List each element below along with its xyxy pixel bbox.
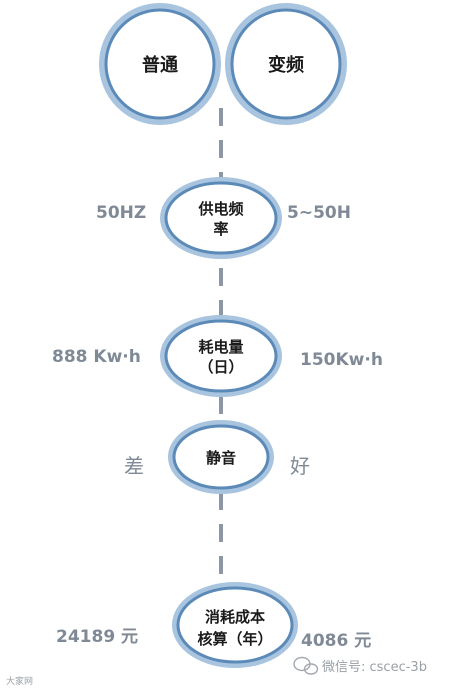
- left-value-power-consumption: 888 Kw·h: [52, 347, 141, 367]
- top-circle-right-label: 变频: [268, 55, 304, 76]
- top-circle-left-label: 普通: [142, 55, 178, 76]
- node-label-line1: 消耗成本: [204, 608, 265, 626]
- top-circle-left: [99, 3, 221, 125]
- node-label-power-frequency: 供电频 率: [171, 199, 271, 239]
- right-value-power-frequency: 5~50H: [287, 203, 351, 223]
- node-ellipse-cost: [172, 582, 298, 668]
- top-circle-right: [225, 3, 347, 125]
- wechat-id-watermark: 微信号: cscec-3b: [322, 660, 427, 675]
- node-ellipse-power-frequency: [160, 177, 282, 259]
- left-value-power-frequency: 50HZ: [96, 203, 147, 223]
- node-label-power-consumption: 耗电量 （日）: [171, 337, 271, 377]
- node-label-noise: 静音: [205, 449, 236, 467]
- node-label-line1: 耗电量: [198, 338, 244, 356]
- node-label-line2: 核算（年）: [197, 630, 273, 648]
- right-value-noise: 好: [290, 454, 310, 478]
- left-value-noise: 差: [124, 454, 144, 478]
- node-ellipse-power-consumption: [160, 315, 282, 397]
- node-label-line2: 率: [213, 220, 229, 238]
- node-label-line1: 供电频: [198, 200, 244, 218]
- node-label-line2: （日）: [198, 358, 244, 376]
- corner-watermark: 大家网: [6, 677, 34, 687]
- node-label-cost: 消耗成本 核算（年）: [175, 606, 295, 650]
- node-ellipse-noise: [168, 420, 274, 494]
- right-value-power-consumption: 150Kw·h: [300, 350, 383, 370]
- right-value-cost: 4086 元: [301, 631, 372, 651]
- left-value-cost: 24189 元: [56, 627, 139, 647]
- wechat-icon: [293, 656, 319, 675]
